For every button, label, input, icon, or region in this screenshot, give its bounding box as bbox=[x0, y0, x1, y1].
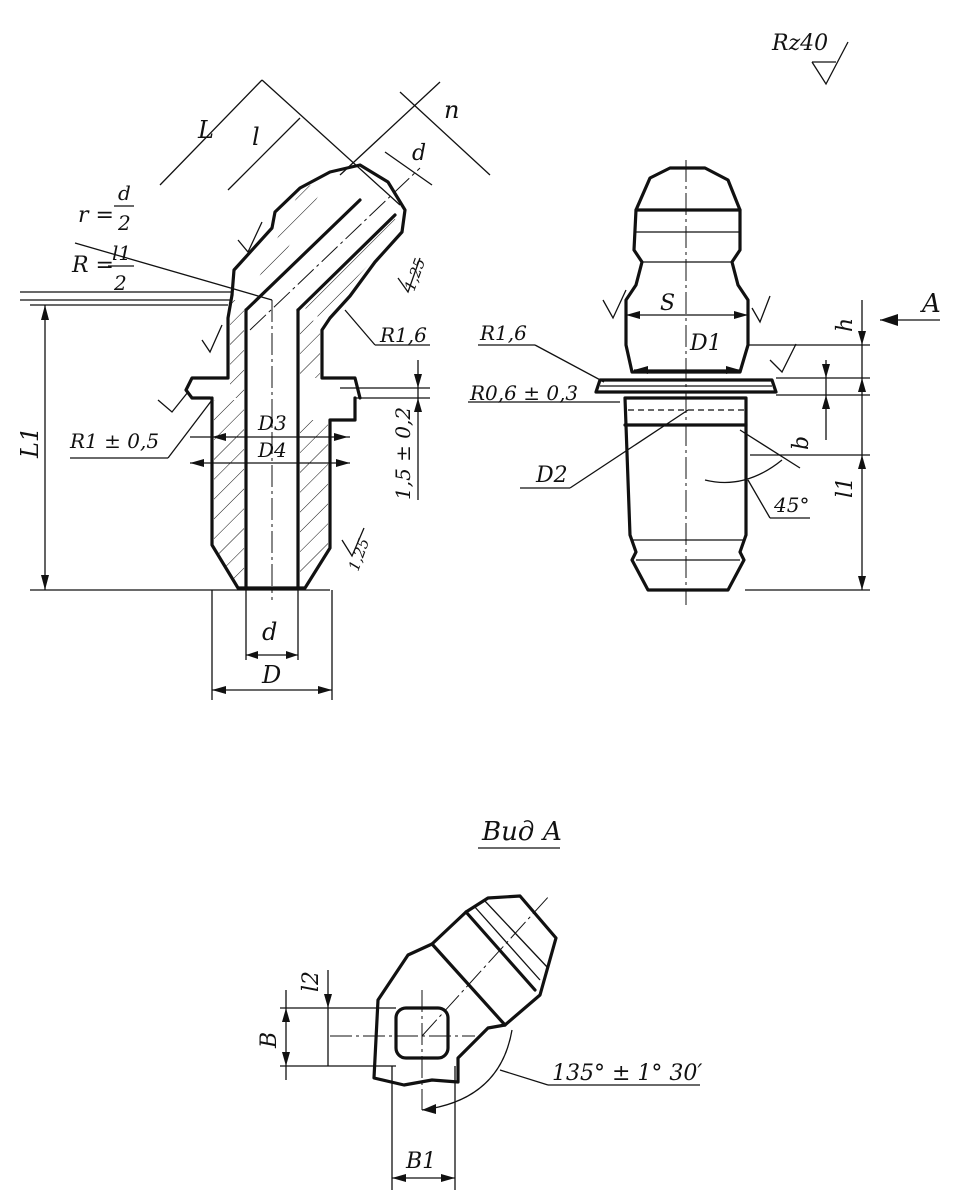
dim-h-label: h bbox=[833, 318, 858, 332]
view-a-outline bbox=[372, 894, 558, 1087]
radius-R-lhs: R = bbox=[71, 253, 114, 278]
dim-D1-label: D1 bbox=[689, 331, 722, 356]
left-section-view: L l n d r = d 2 R = l1 2 R1,6 R1 ± 0,5 L… bbox=[16, 79, 491, 700]
threaded-body-outline bbox=[210, 396, 357, 590]
dim-B1-label: B1 bbox=[405, 1149, 436, 1174]
dim-l-label: l bbox=[252, 123, 260, 151]
dim-D4-label: D4 bbox=[257, 438, 287, 462]
roughness-tick-icon bbox=[811, 41, 849, 86]
dim-L1-label: L1 bbox=[16, 427, 44, 459]
right-exterior-view: A h S R1,6 D1 R0,6 ± 0,3 D2 b 45° l1 bbox=[468, 160, 941, 605]
dim-S-label: S bbox=[660, 291, 675, 316]
radius-R16-right-label: R1,6 bbox=[479, 321, 527, 345]
radius-R1-label: R1 ± 0,5 bbox=[69, 429, 159, 453]
dim-n-label: n bbox=[444, 96, 459, 124]
dim-b-label: b bbox=[789, 436, 814, 450]
dim-l1-label: l1 bbox=[833, 477, 858, 498]
radius-R-den: 2 bbox=[113, 271, 127, 295]
angle-135-label: 135° ± 1° 30′ bbox=[552, 1061, 702, 1086]
radius-R16-left-label: R1,6 bbox=[379, 323, 427, 347]
radius-r-lhs: r = bbox=[78, 203, 114, 228]
dim-D-label: D bbox=[261, 661, 281, 689]
dim-l2-label: l2 bbox=[299, 971, 324, 992]
dim-D3-label: D3 bbox=[257, 411, 287, 435]
roughness-general-label: Rz40 bbox=[771, 31, 828, 56]
angled-head-outline bbox=[230, 163, 407, 400]
tolerance-15-label: 1,5 ± 0,2 bbox=[391, 407, 415, 500]
view-a: Вид А l2 B 135° ± 1° 30′ B1 bbox=[257, 817, 702, 1190]
dim-d-bottom-label: d bbox=[262, 618, 277, 646]
dim-L-label: L bbox=[197, 116, 214, 144]
dim-B-label: B bbox=[257, 1032, 282, 1049]
radius-r-num: d bbox=[118, 181, 131, 205]
radius-R-num: l1 bbox=[112, 241, 131, 265]
dim-d-top-label: d bbox=[412, 141, 426, 166]
roughness-local-label-2: 1,25 bbox=[345, 536, 373, 574]
view-a-arrow-label: A bbox=[920, 289, 941, 319]
angle-45-label: 45° bbox=[773, 493, 809, 517]
dim-D2-label: D2 bbox=[535, 463, 568, 488]
radius-r-den: 2 bbox=[117, 211, 131, 235]
roughness-symbol: Rz40 bbox=[771, 31, 849, 86]
radius-R06-label: R0,6 ± 0,3 bbox=[469, 381, 578, 405]
view-a-title: Вид А bbox=[481, 817, 562, 847]
roughness-local-label-1: 1,25 bbox=[401, 256, 429, 294]
